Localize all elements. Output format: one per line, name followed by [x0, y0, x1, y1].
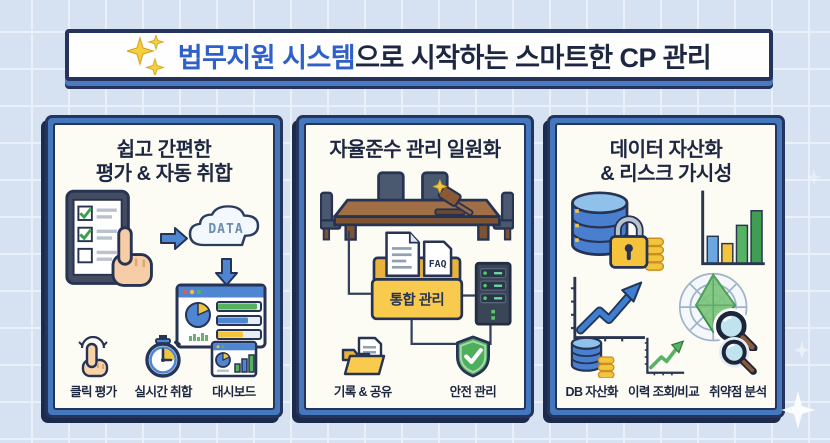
card1-illustration: DATA: [55, 187, 273, 349]
magnifier-icon: [716, 336, 760, 378]
title-banner: 법무지원 시스템으로 시작하는 스마트한 CP 관리: [65, 29, 773, 81]
feature-realtime: 실시간 취합: [134, 335, 193, 400]
sparkle-decor-icon: [793, 340, 811, 360]
cloud-label: DATA: [208, 222, 243, 237]
card-title: 자율준수 관리 일원화: [310, 138, 520, 162]
feature-label: 이력 조회/비교: [627, 385, 700, 399]
trend-compare-icon: [637, 337, 691, 378]
folder-share-icon: [339, 336, 387, 378]
page-title-rest: 으로 시작하는 스마트한 CP 관리: [355, 42, 712, 73]
card3-illustration: [557, 187, 775, 357]
feature-label: 대시보드: [212, 385, 256, 399]
document-icon: [385, 231, 421, 278]
feature-safety: 안전 관리: [449, 335, 497, 400]
padlock: [609, 215, 649, 269]
card3-features: DB 자산화 이력 조회/비교: [557, 336, 775, 400]
pointing-hand-icon: [111, 226, 153, 287]
db-coins-icon: [567, 336, 617, 378]
click-hand-icon: [74, 336, 112, 378]
feature-label: 취약점 분석: [709, 385, 767, 399]
card-easy-evaluation: 쉽고 간편한 평가 & 자동 취합: [45, 115, 283, 418]
feature-vulnerability: 취약점 분석: [709, 336, 767, 400]
page-title-highlight: 법무지원 시스템: [177, 42, 356, 73]
feature-record-share: 기록 & 공유: [333, 336, 392, 400]
gavel-icon: [432, 178, 474, 216]
page-title: 법무지원 시스템으로 시작하는 스마트한 CP 관리: [178, 36, 712, 75]
data-cloud-icon: DATA: [188, 205, 260, 247]
card-title: 데이터 자산화 & 리스크 가시성: [561, 138, 771, 187]
server-icon: [474, 261, 512, 326]
faq-document-icon: FAQ: [422, 240, 453, 278]
sparkles-icon: [126, 35, 165, 75]
card-title-line1: 자율준수 관리 일원화: [329, 139, 501, 161]
database-lock-icon: [571, 191, 665, 271]
card-unified-compliance: 자율준수 관리 일원화: [296, 115, 534, 418]
coins: [644, 237, 665, 271]
card-easy-evaluation-inner: 쉽고 간편한 평가 & 자동 취합: [53, 123, 275, 410]
feature-label: 클릭 평가: [70, 385, 117, 399]
feature-label: 기록 & 공유: [333, 385, 392, 399]
card-title-line1: 데이터 자산화: [609, 139, 723, 161]
card-title-line1: 쉽고 간편한: [116, 139, 212, 161]
meeting-table-gavel-icon: [320, 171, 514, 241]
feature-label: DB 자산화: [565, 385, 619, 399]
card-unified-compliance-inner: 자율준수 관리 일원화: [304, 123, 526, 410]
sparkle-decor-icon: [806, 168, 822, 186]
card-title: 쉽고 간편한 평가 & 자동 취합: [59, 138, 269, 187]
feature-label: 안전 관리: [449, 385, 497, 399]
faq-label: FAQ: [429, 259, 447, 270]
card-title-line2: 평가 & 자동 취합: [95, 163, 233, 186]
shield-check-icon: [453, 335, 493, 378]
folder-front: [370, 278, 464, 321]
card-data-asset-risk: 데이터 자산화 & 리스크 가시성: [547, 115, 785, 418]
card2-features: 기록 & 공유 안전 관리: [306, 335, 524, 400]
feature-dashboard: 대시보드: [210, 338, 258, 400]
tablet-checklist-icon: [65, 189, 153, 287]
sparkle-decor-icon: [781, 391, 815, 429]
bar-chart-icon: [701, 190, 765, 266]
arrow-down-icon: [215, 258, 238, 286]
mini-dashboard-icon: [210, 338, 258, 378]
card2-illustration: FAQ 통합 관리: [306, 167, 524, 367]
stopwatch-icon: [142, 335, 184, 378]
card1-features: 클릭 평가: [55, 335, 273, 400]
card-data-asset-risk-inner: 데이터 자산화 & 리스크 가시성: [555, 123, 777, 410]
feature-click-eval: 클릭 평가: [70, 336, 117, 400]
compliance-network: FAQ 통합 관리: [347, 231, 512, 346]
cards-row: 쉽고 간편한 평가 & 자동 취합: [45, 115, 785, 418]
folder-label: 통합 관리: [390, 291, 444, 308]
feature-db-asset: DB 자산화: [565, 336, 619, 400]
feature-history-compare: 이력 조회/비교: [627, 337, 700, 400]
card-title-line2: & 리스크 가시성: [600, 163, 732, 186]
feature-label: 실시간 취합: [134, 385, 193, 399]
arrow-right-icon: [160, 227, 188, 250]
